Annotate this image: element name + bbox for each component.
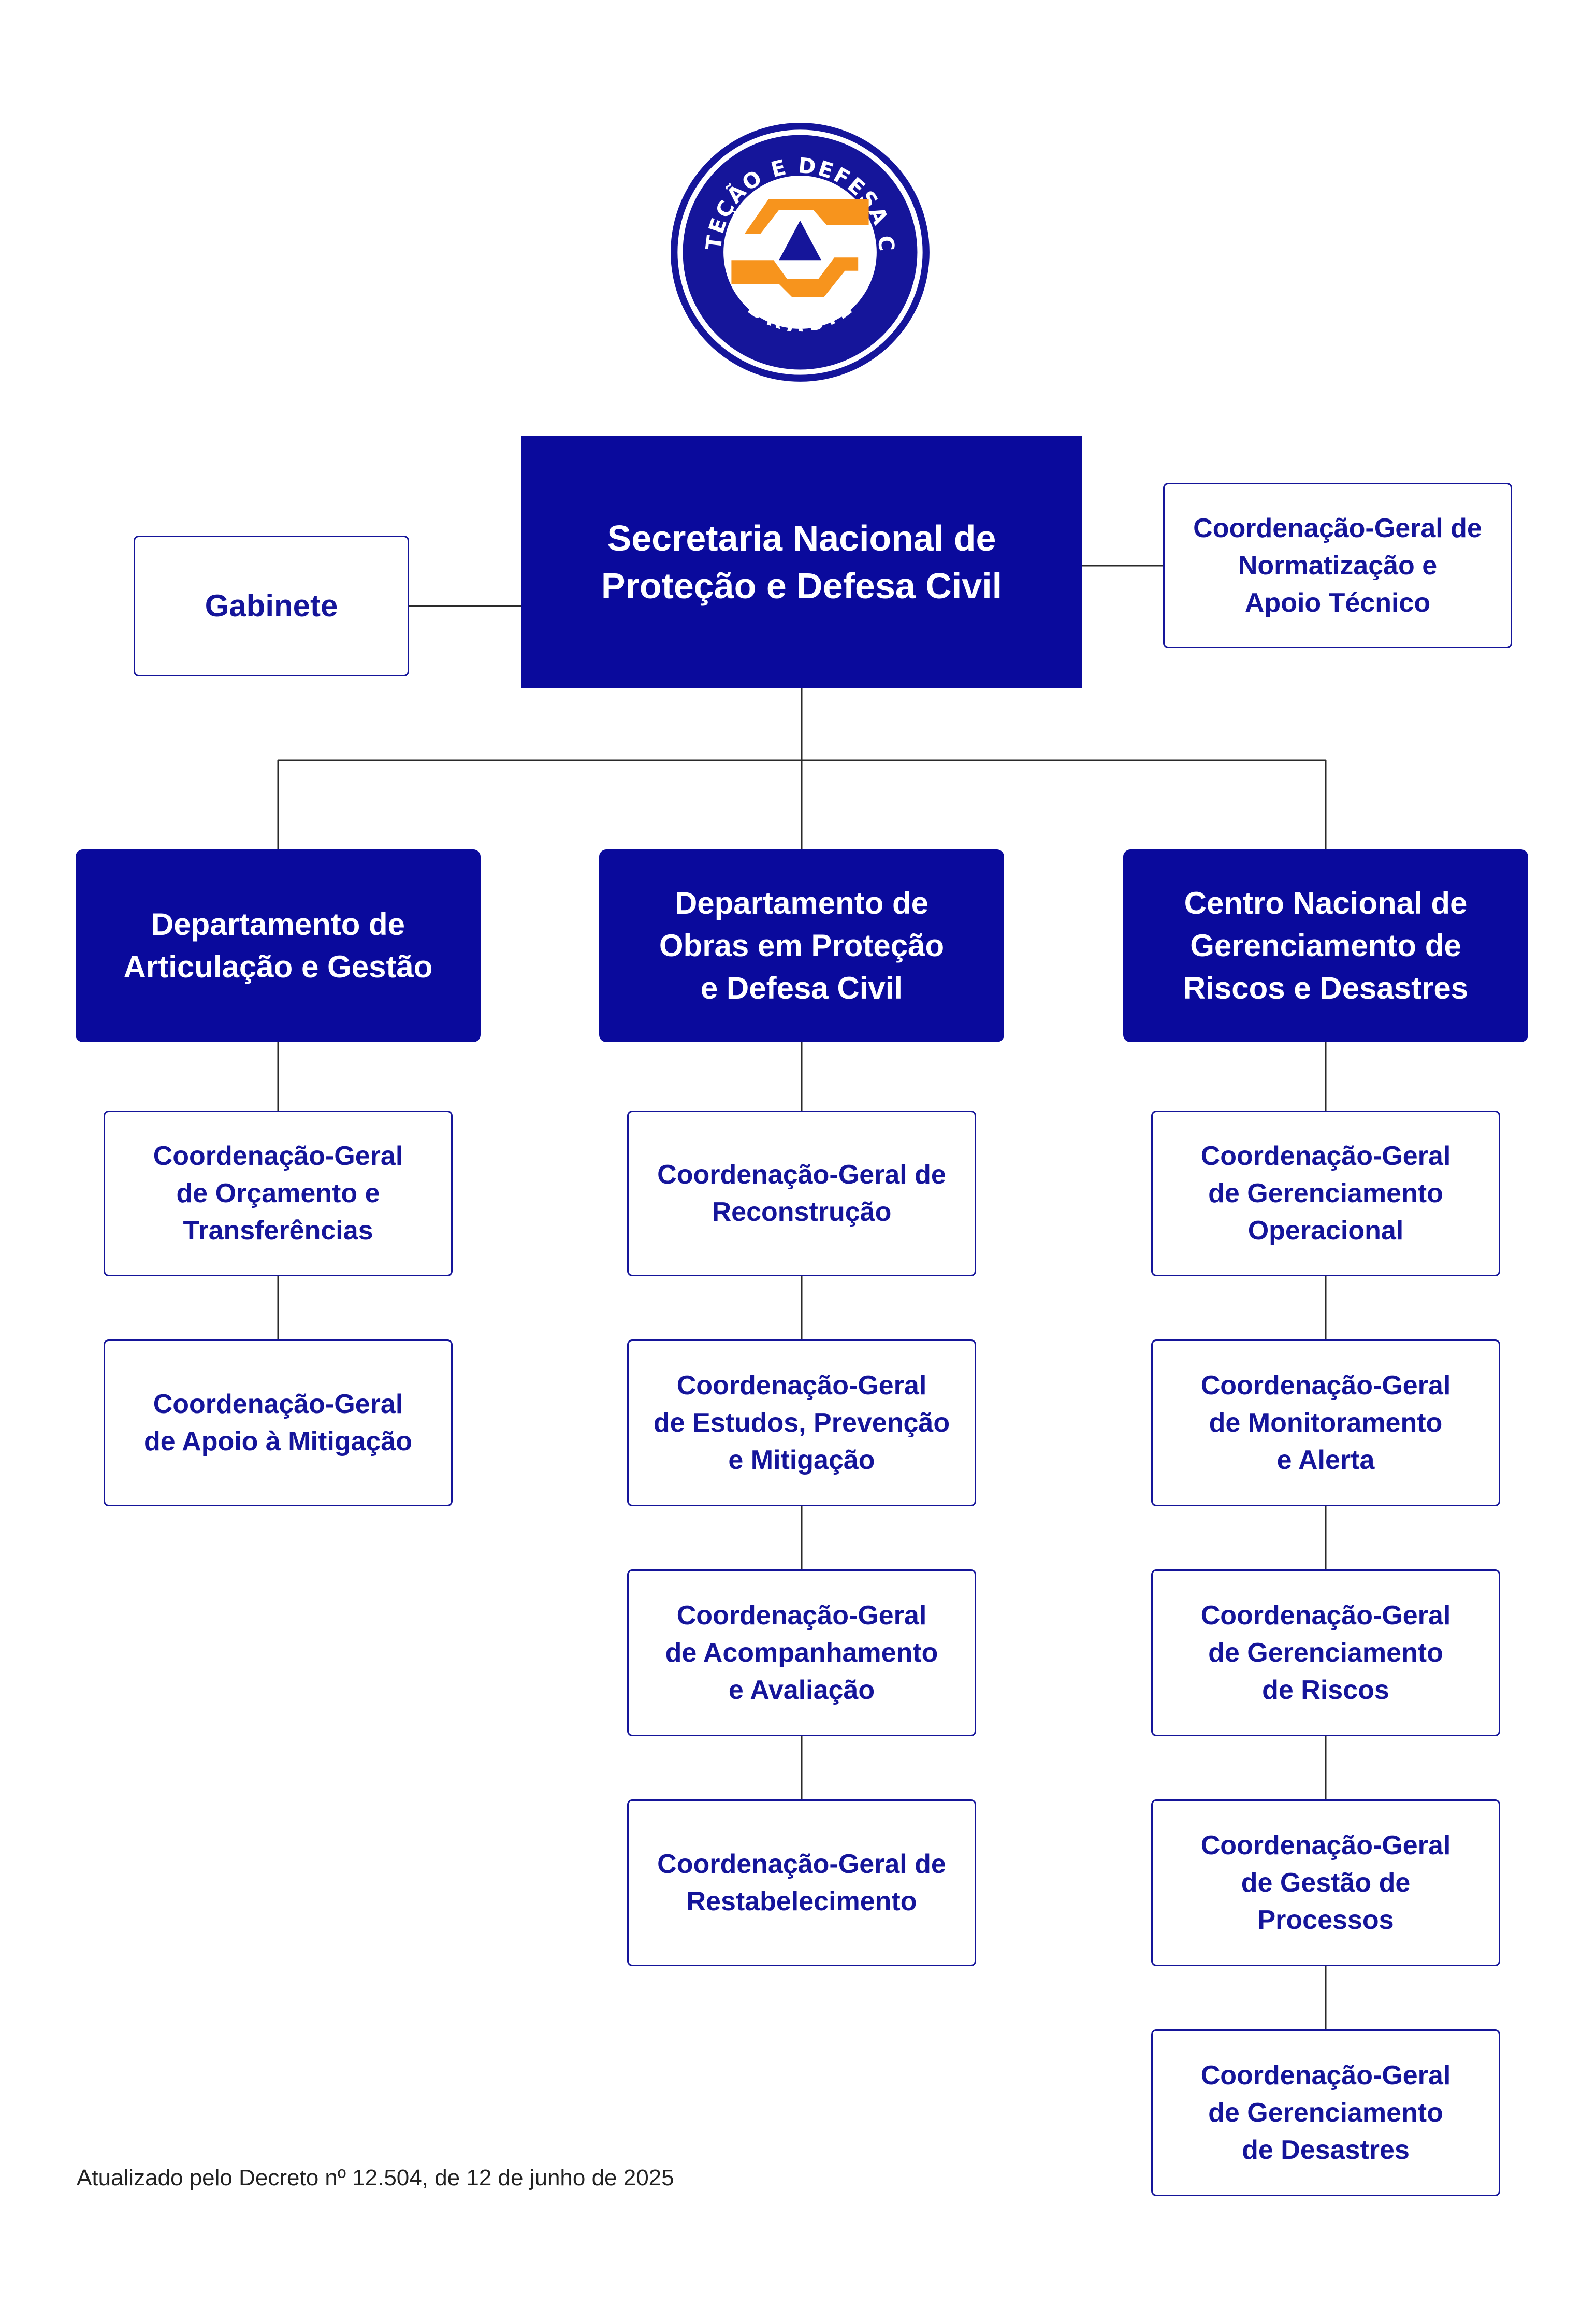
departamento-articulacao-gestao-box: Departamento de Articulação e Gestão	[76, 849, 481, 1042]
secretaria-nacional-box: Secretaria Nacional de Proteção e Defesa…	[521, 436, 1082, 688]
cg-restabelecimento-box: Coordenação-Geral de Restabelecimento	[627, 1799, 976, 1966]
cg-estudos-prevencao-box: Coordenação-Geral de Estudos, Prevenção …	[627, 1339, 976, 1506]
cg-gestao-processos-box: Coordenação-Geral de Gestão de Processos	[1151, 1799, 1500, 1966]
gabinete-box: Gabinete	[134, 536, 409, 676]
logo-orange-lower-band	[731, 257, 859, 297]
centro-nacional-riscos-box: Centro Nacional de Gerenciamento de Risc…	[1123, 849, 1528, 1042]
cg-gerenciamento-riscos-box: Coordenação-Geral de Gerenciamento de Ri…	[1151, 1569, 1500, 1736]
departamento-obras-box: Departamento de Obras em Proteção e Defe…	[599, 849, 1004, 1042]
footnote: Atualizado pelo Decreto nº 12.504, de 12…	[77, 2165, 674, 2190]
cg-gerenciamento-operacional-box: Coordenação-Geral de Gerenciamento Opera…	[1151, 1111, 1500, 1276]
cg-orcamento-transferencias-box: Coordenação-Geral de Orçamento e Transfe…	[104, 1111, 453, 1276]
logo-triangle-icon	[779, 220, 821, 261]
cg-gerenciamento-desastres-box: Coordenação-Geral de Gerenciamento de De…	[1151, 2029, 1500, 2196]
logo-orange-upper-band	[744, 199, 869, 234]
cg-acompanhamento-avaliacao-box: Coordenação-Geral de Acompanhamento e Av…	[627, 1569, 976, 1736]
cg-apoio-mitigacao-box: Coordenação-Geral de Apoio à Mitigação	[104, 1339, 453, 1506]
defesa-civil-logo: PROTEÇÃO E DEFESA CIVIL BRASIL	[668, 120, 930, 382]
cg-reconstrucao-box: Coordenação-Geral de Reconstrução	[627, 1111, 976, 1276]
cg-normatizacao-box: Coordenação-Geral de Normatização e Apoi…	[1163, 483, 1512, 648]
cg-monitoramento-alerta-box: Coordenação-Geral de Monitoramento e Ale…	[1151, 1339, 1500, 1506]
